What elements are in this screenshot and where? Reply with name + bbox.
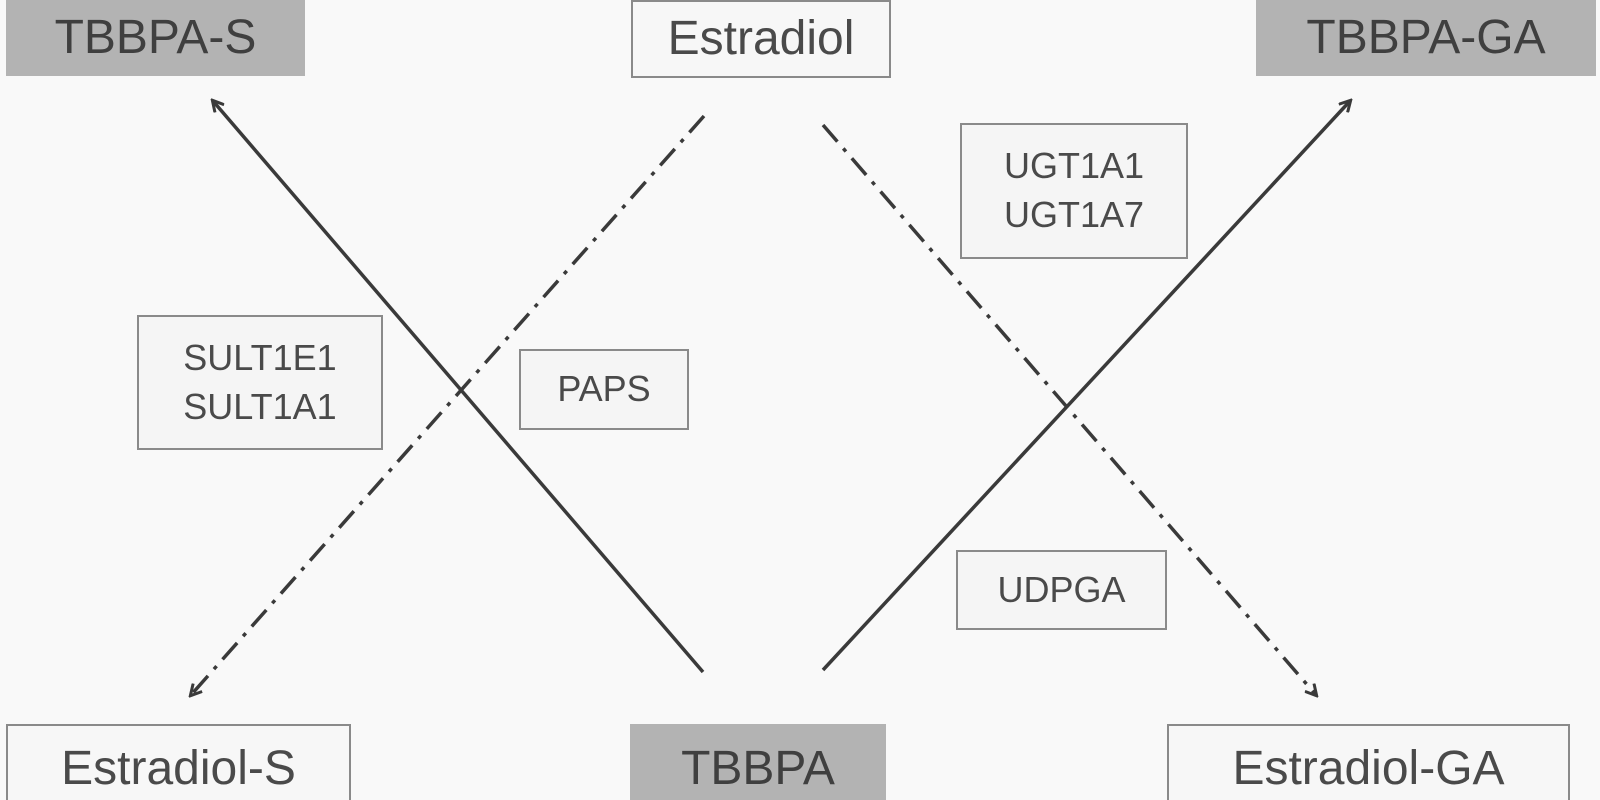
node-tbbpa-s-label: TBBPA-S	[54, 11, 257, 64]
node-estradiol: Estradiol	[631, 0, 891, 78]
label-paps-text: PAPS	[557, 368, 651, 410]
node-estradiol-s-label: Estradiol-S	[61, 742, 296, 795]
arrow-tbbpa-to-tbbpa-ga	[821, 101, 1350, 672]
label-paps: PAPS	[519, 349, 689, 430]
node-estradiol-ga-label: Estradiol-GA	[1232, 742, 1505, 795]
label-ugt-enzymes: UGT1A1 UGT1A7	[960, 123, 1188, 259]
label-sult1a1: SULT1A1	[183, 385, 337, 427]
label-sulfotransferases: SULT1E1 SULT1A1	[137, 315, 383, 450]
node-tbbpa: TBBPA	[630, 724, 886, 800]
label-udpga: UDPGA	[956, 550, 1167, 630]
node-estradiol-ga: Estradiol-GA	[1167, 724, 1570, 800]
label-ugt1a7: UGT1A7	[1003, 194, 1145, 235]
node-estradiol-s: Estradiol-S	[6, 724, 351, 800]
label-ugt1a1: UGT1A1	[1003, 145, 1145, 187]
label-sult1e1: SULT1E1	[183, 336, 337, 378]
label-udpga-text: UDPGA	[997, 568, 1126, 610]
node-estradiol-label: Estradiol	[667, 12, 855, 65]
node-tbbpa-label: TBBPA	[681, 742, 835, 795]
node-tbbpa-s: TBBPA-S	[6, 0, 305, 76]
arrow-estradiol-to-estradiol-s	[191, 114, 706, 695]
arrow-tbbpa-to-tbbpa-s	[213, 101, 705, 674]
arrow-estradiol-to-estradiol-ga	[821, 123, 1316, 695]
node-tbbpa-ga: TBBPA-GA	[1256, 0, 1596, 76]
node-tbbpa-ga-label: TBBPA-GA	[1306, 11, 1546, 64]
